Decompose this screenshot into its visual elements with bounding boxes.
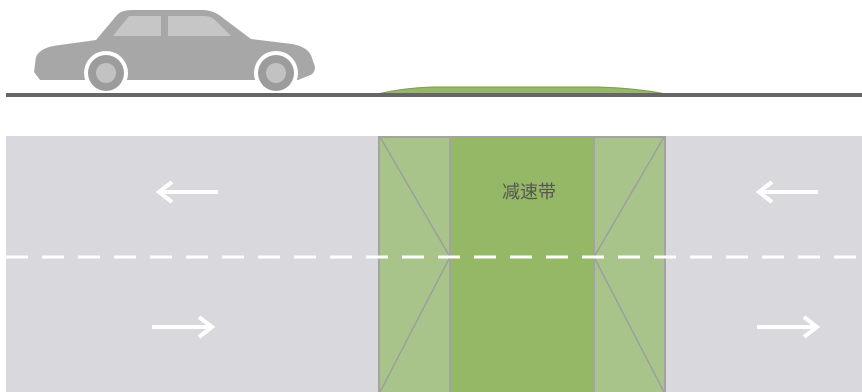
- arrow-right-icon: [757, 315, 821, 339]
- car-front-wheel: [254, 51, 298, 95]
- speed-bump-right-ramp: [594, 137, 665, 392]
- road-top-view: 减速带: [6, 136, 862, 392]
- speed-bump-top: 减速带: [378, 136, 666, 392]
- car-rear-wheel: [84, 51, 128, 95]
- car-icon: [34, 10, 315, 95]
- arrow-right-icon: [152, 315, 216, 339]
- car-front-window: [168, 16, 231, 36]
- arrow-left-icon: [755, 180, 818, 204]
- speed-bump-outline: [378, 136, 666, 392]
- side-view: [6, 10, 862, 97]
- speed-bump-left-ramp: [379, 137, 450, 392]
- speed-bump-center: [450, 137, 594, 392]
- speed-bump-profile: [377, 86, 667, 95]
- ground-line: [6, 93, 862, 97]
- car-rear-window: [113, 16, 161, 36]
- speed-bump-label: 减速带: [502, 182, 556, 203]
- arrow-left-icon: [155, 180, 218, 204]
